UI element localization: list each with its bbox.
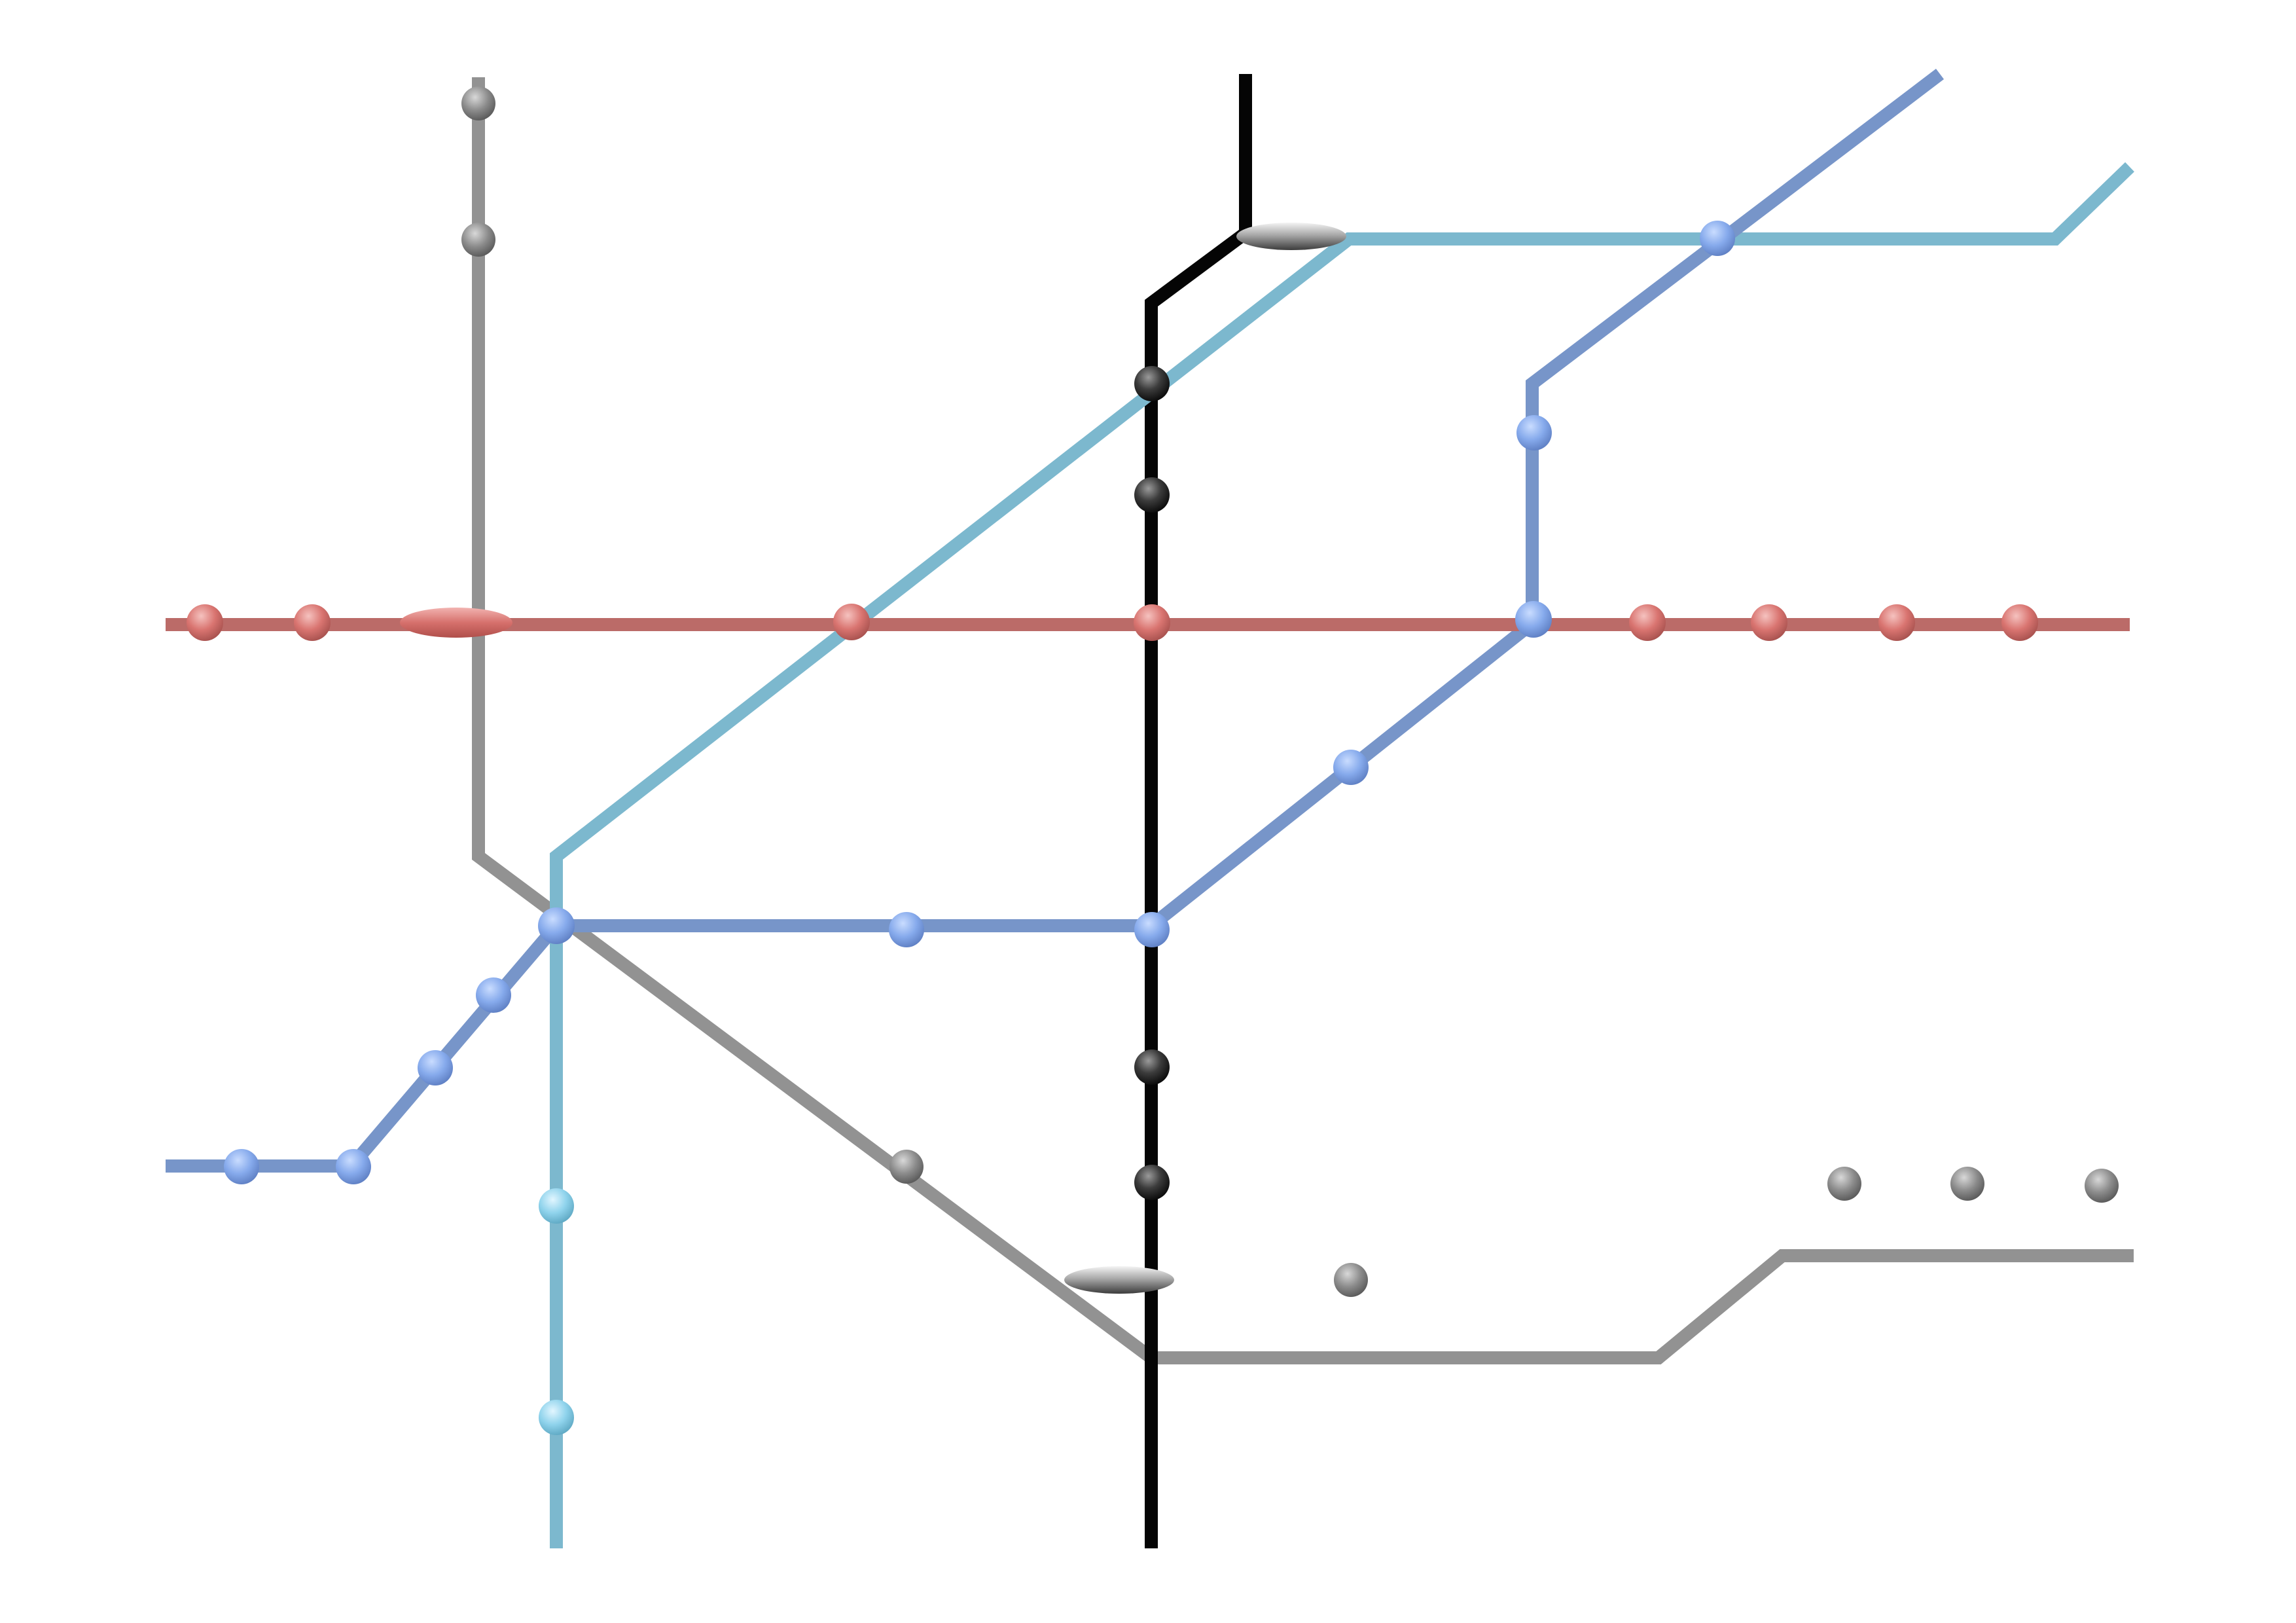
station-light-blue[interactable] [539, 1400, 574, 1435]
black-line-route [1145, 74, 1252, 1548]
station-red[interactable] [2001, 604, 2038, 641]
station-grey[interactable] [461, 223, 495, 257]
interchange-top[interactable] [1236, 223, 1346, 250]
station-blue[interactable] [224, 1149, 259, 1184]
light-blue-line-route [550, 162, 2134, 1548]
station-red[interactable] [1629, 604, 1666, 641]
station-blue[interactable] [538, 907, 575, 944]
station-black[interactable] [1134, 1165, 1170, 1200]
station-red[interactable] [1751, 604, 1787, 641]
station-black[interactable] [1134, 477, 1170, 513]
station-black[interactable] [1134, 1049, 1170, 1085]
station-blue[interactable] [418, 1050, 453, 1085]
red-line-stations [187, 604, 2038, 641]
station-red[interactable] [833, 604, 870, 640]
station-red[interactable] [187, 604, 223, 641]
station-red[interactable] [1134, 604, 1170, 641]
interchange-left[interactable] [400, 608, 512, 638]
station-blue[interactable] [1333, 750, 1369, 785]
station-grey[interactable] [461, 86, 495, 120]
station-blue[interactable] [889, 912, 924, 947]
station-black[interactable] [1134, 366, 1170, 401]
station-grey[interactable] [2085, 1169, 2119, 1203]
station-light-blue[interactable] [539, 1188, 574, 1224]
interchanges [400, 223, 1346, 1294]
station-grey[interactable] [1950, 1167, 1984, 1201]
station-blue[interactable] [476, 977, 511, 1013]
station-blue[interactable] [1516, 415, 1552, 450]
blue-line-stations [224, 221, 1735, 1184]
station-grey[interactable] [1334, 1263, 1368, 1297]
light-blue-line-stations [539, 1188, 574, 1435]
station-blue-red-interchange[interactable] [1515, 601, 1552, 638]
black-line-stations [1134, 366, 1170, 1200]
station-blue[interactable] [1700, 221, 1735, 256]
line-routes [166, 69, 2134, 1548]
station-blue[interactable] [336, 1149, 371, 1184]
station-grey[interactable] [1827, 1167, 1861, 1201]
station-red[interactable] [1878, 604, 1915, 641]
grey-line-route [472, 77, 2134, 1364]
station-blue[interactable] [1134, 912, 1170, 947]
station-grey[interactable] [889, 1150, 924, 1184]
station-red[interactable] [294, 604, 331, 641]
interchange-bottom[interactable] [1064, 1266, 1174, 1294]
grey-line-stations [461, 86, 2119, 1297]
